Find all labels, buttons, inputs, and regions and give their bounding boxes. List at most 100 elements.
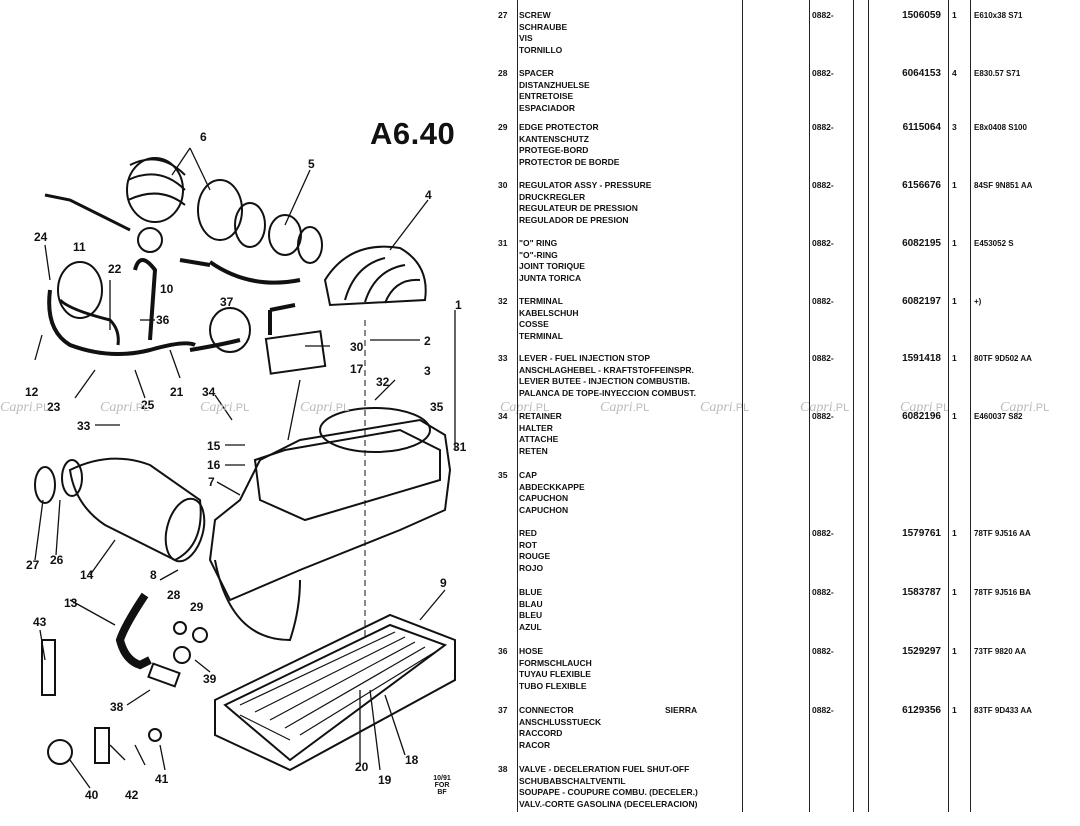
part-number: 6082197 [902, 296, 941, 307]
date-code: 0882- [812, 238, 834, 248]
part-number: 6115064 [902, 122, 941, 133]
desc-de: BLAU [519, 598, 543, 609]
desc-de: KABELSCHUH [519, 307, 579, 318]
part-number: 1579761 [902, 528, 941, 539]
quantity: 1 [952, 296, 957, 306]
column-divider [853, 0, 854, 812]
desc-es: ESPACIADOR [519, 102, 576, 113]
diagram-drawing [34, 147, 456, 789]
date-code: 0882- [812, 68, 834, 78]
desc-es: JUNTA TORICA [519, 272, 582, 283]
callout-20: 20 [355, 760, 369, 774]
callout-15: 15 [207, 439, 221, 453]
stamp-line-2: FOR [434, 782, 450, 789]
part-number: 6156676 [902, 180, 941, 191]
item-number: 38 [498, 764, 508, 774]
item-description: SCREW SCHRAUBE VIS TORNILLO [519, 10, 759, 56]
desc-de: "O"-RING [519, 249, 558, 260]
desc-fr: ROUGE [519, 551, 551, 561]
watermark: Capri.PL [500, 400, 550, 415]
callout-33: 33 [77, 419, 91, 433]
item-number: 31 [498, 238, 508, 248]
desc-de: KANTENSCHUTZ [519, 133, 589, 144]
desc-fr: ATTACHE [519, 434, 559, 444]
callout-18: 18 [405, 753, 419, 767]
item-description: LEVER - FUEL INJECTION STOP ANSCHLAGHEBE… [519, 353, 759, 399]
desc-de: SCHUBABSCHALTVENTIL [519, 775, 626, 786]
desc-es: AZUL [519, 621, 542, 632]
quantity: 3 [952, 122, 957, 132]
desc-en: "O" RING [519, 238, 558, 248]
item-description: HOSE FORMSCHLAUCH TUYAU FLEXIBLE TUBO FL… [519, 646, 759, 692]
callout-9: 9 [440, 576, 447, 590]
desc-de: DRUCKREGLER [519, 191, 586, 202]
item-description: "O" RING "O"-RING JOINT TORIQUE JUNTA TO… [519, 238, 759, 284]
intake-hose-14 [68, 457, 202, 562]
callout-30: 30 [350, 340, 364, 354]
desc-es: CAPUCHON [519, 504, 569, 515]
air-cleaner-cover-4 [323, 245, 427, 307]
desc-fr: BLEU [519, 610, 543, 620]
callout-39: 39 [203, 672, 217, 686]
callout-2: 2 [424, 334, 431, 348]
quantity: 1 [952, 411, 957, 421]
watermark: Capri.PL [300, 400, 350, 415]
quantity: 1 [952, 10, 957, 20]
desc-fr: PROTEGE-BORD [519, 145, 589, 155]
engineering-ref: E460037 S82 [974, 412, 1023, 421]
callout-1: 1 [455, 298, 462, 312]
desc-fr: ENTRETOISE [519, 91, 574, 101]
desc-en: TERMINAL [519, 296, 563, 306]
desc-es: REGULADOR DE PRESION [519, 214, 629, 225]
callout-16: 16 [207, 458, 221, 472]
desc-de: FORMSCHLAUCH [519, 657, 592, 668]
callout-29: 29 [190, 600, 204, 614]
revision-stamp: 10/91 FOR BF [430, 775, 454, 796]
callout-5: 5 [308, 157, 315, 171]
callout-35: 35 [430, 400, 444, 414]
callout-6: 6 [200, 130, 207, 144]
desc-de: HALTER [519, 422, 553, 433]
desc-es: PROTECTOR DE BORDE [519, 156, 620, 167]
desc-fr: COSSE [519, 319, 549, 329]
quantity: 1 [952, 646, 957, 656]
engineering-ref: 78TF 9J516 BA [974, 588, 1031, 597]
desc-es: TORNILLO [519, 44, 563, 55]
callout-32: 32 [376, 375, 390, 389]
callout-41: 41 [155, 772, 169, 786]
desc-en: SPACER [519, 68, 554, 78]
item-number: 27 [498, 10, 508, 20]
date-code: 0882- [812, 646, 834, 656]
watermark: Capri.PL [900, 400, 950, 415]
watermark: Capri.PL [700, 400, 750, 415]
air-filter-element-9 [214, 613, 456, 772]
callout-7: 7 [208, 475, 215, 489]
desc-es: VALV.-CORTE GASOLINA (DECELERACION) [519, 798, 698, 809]
watermark: Capri.PL [0, 400, 50, 415]
date-code: 0882- [812, 528, 834, 538]
date-code: 0882- [812, 296, 834, 306]
callout-24: 24 [34, 230, 48, 244]
item-description: EDGE PROTECTOR KANTENSCHUTZ PROTEGE-BORD… [519, 122, 759, 168]
desc-fr: TUYAU FLEXIBLE [519, 669, 591, 679]
watermark: Capri.PL [800, 400, 850, 415]
item-description: RETAINER HALTER ATTACHE RETEN [519, 411, 759, 457]
desc-fr: RACCORD [519, 728, 563, 738]
callout-12: 12 [25, 385, 39, 399]
date-code: 0882- [812, 705, 834, 715]
callout-14: 14 [80, 568, 94, 582]
item-number: 36 [498, 646, 508, 656]
desc-en: LEVER - FUEL INJECTION STOP [519, 353, 650, 363]
quantity: 1 [952, 238, 957, 248]
callout-10: 10 [160, 282, 174, 296]
engineering-ref: 80TF 9D502 AA [974, 354, 1032, 363]
item-description: SPACER DISTANZHUELSE ENTRETOISE ESPACIAD… [519, 68, 759, 114]
desc-de: ABDECKKAPPE [519, 481, 585, 492]
bellows-part-6b [197, 179, 243, 241]
callout-3: 3 [424, 364, 431, 378]
item-number: 30 [498, 180, 508, 190]
column-divider [948, 0, 949, 812]
date-code: 0882- [812, 411, 834, 421]
desc-es: TUBO FLEXIBLE [519, 680, 587, 691]
callout-17: 17 [350, 362, 364, 376]
